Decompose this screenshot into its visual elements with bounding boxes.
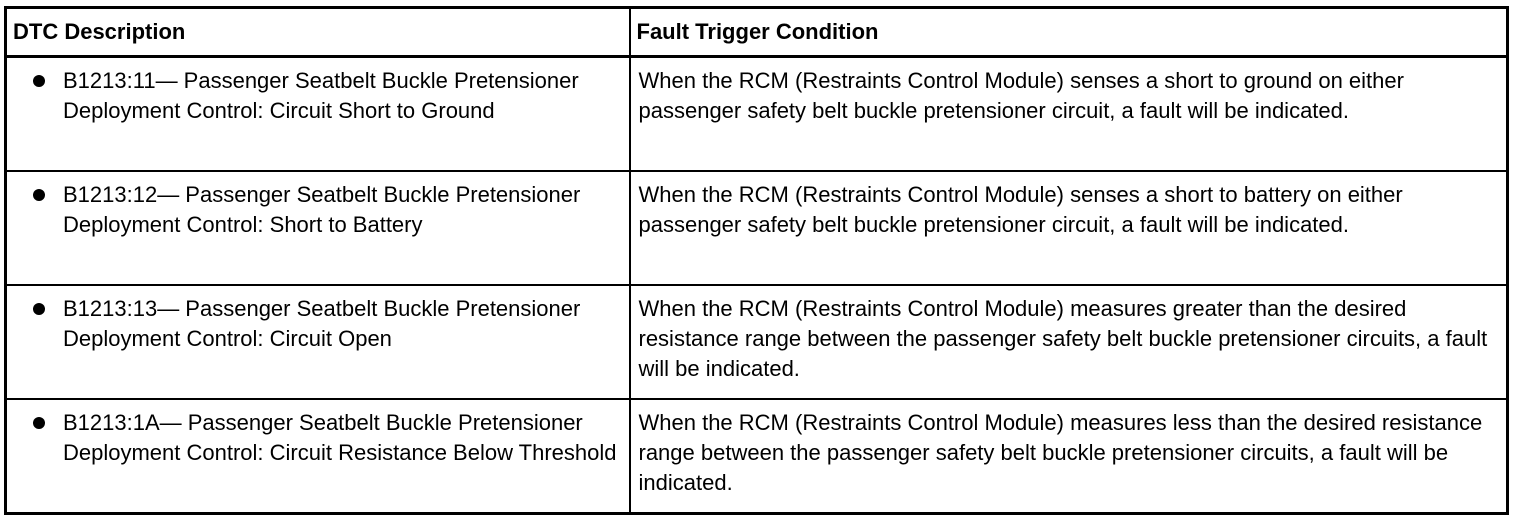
- fault-condition-text: When the RCM (Restraints Control Module)…: [638, 68, 1404, 123]
- dtc-description-text: B1213:12— Passenger Seatbelt Buckle Pret…: [63, 182, 581, 237]
- fault-condition-text: When the RCM (Restraints Control Module)…: [638, 296, 1488, 381]
- table-row: B1213:1A— Passenger Seatbelt Buckle Pret…: [4, 398, 1509, 515]
- fault-condition-text: When the RCM (Restraints Control Module)…: [638, 410, 1483, 495]
- dtc-description-cell: B1213:13— Passenger Seatbelt Buckle Pret…: [4, 284, 631, 400]
- bullet-icon: [33, 189, 45, 201]
- fault-condition-cell: When the RCM (Restraints Control Module)…: [628, 284, 1509, 400]
- dtc-description-text: B1213:1A— Passenger Seatbelt Buckle Pret…: [63, 410, 617, 465]
- table-row: B1213:11— Passenger Seatbelt Buckle Pret…: [4, 55, 1509, 172]
- dtc-description-cell: B1213:11— Passenger Seatbelt Buckle Pret…: [4, 55, 631, 172]
- fault-condition-cell: When the RCM (Restraints Control Module)…: [628, 398, 1509, 515]
- table-header-row: DTC Description Fault Trigger Condition: [4, 6, 1509, 58]
- bullet-icon: [33, 417, 45, 429]
- dtc-description-cell: B1213:1A— Passenger Seatbelt Buckle Pret…: [4, 398, 631, 515]
- table-row: B1213:13— Passenger Seatbelt Buckle Pret…: [4, 284, 1509, 400]
- dtc-description-text: B1213:11— Passenger Seatbelt Buckle Pret…: [63, 68, 579, 123]
- dtc-table: DTC Description Fault Trigger Condition …: [4, 6, 1509, 515]
- fault-condition-text: When the RCM (Restraints Control Module)…: [638, 182, 1403, 237]
- dtc-description-text: B1213:13— Passenger Seatbelt Buckle Pret…: [63, 296, 581, 351]
- dtc-description-cell: B1213:12— Passenger Seatbelt Buckle Pret…: [4, 170, 631, 286]
- dtc-table-container: DTC Description Fault Trigger Condition …: [4, 6, 1509, 515]
- bullet-icon: [33, 75, 45, 87]
- header-dtc-description: DTC Description: [4, 6, 631, 58]
- fault-condition-cell: When the RCM (Restraints Control Module)…: [628, 170, 1509, 286]
- fault-condition-cell: When the RCM (Restraints Control Module)…: [628, 55, 1509, 172]
- bullet-icon: [33, 303, 45, 315]
- table-row: B1213:12— Passenger Seatbelt Buckle Pret…: [4, 170, 1509, 286]
- header-fault-trigger-condition: Fault Trigger Condition: [628, 6, 1509, 58]
